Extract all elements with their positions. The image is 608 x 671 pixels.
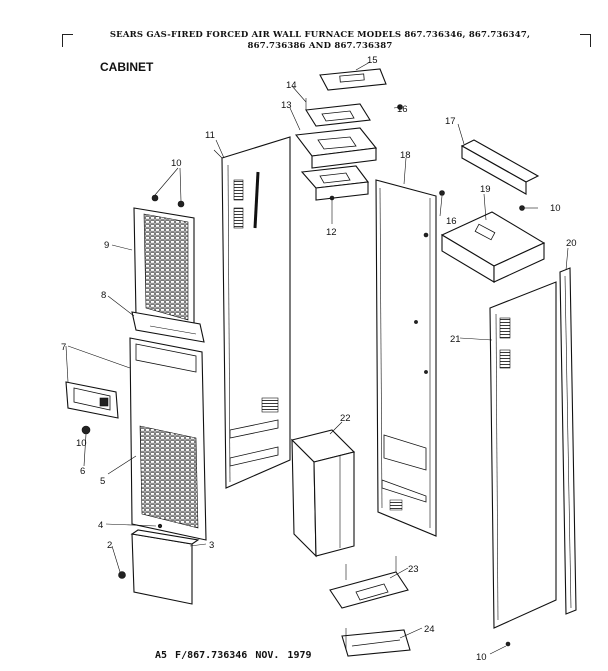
part-23-bottom-bracket (329, 556, 409, 609)
section-title: CABINET (100, 60, 154, 74)
callout-10-base: 10 (476, 652, 487, 663)
callout-9: 9 (104, 240, 109, 251)
callout-15: 15 (367, 55, 378, 66)
part-11-left-side-panel (213, 136, 291, 489)
callout-16-side: 16 (446, 216, 457, 227)
callout-10-knob: 10 (76, 438, 87, 449)
callout-19: 19 (480, 184, 491, 195)
callout-7: 7 (61, 342, 66, 353)
part-14-vent-flange (305, 98, 371, 127)
callout-20: 20 (566, 238, 577, 249)
callout-6: 6 (80, 466, 85, 477)
callout-10-bracket: 10 (550, 203, 561, 214)
callout-18: 18 (400, 150, 411, 161)
part-13-vent-collar (294, 127, 378, 169)
callout-22: 22 (340, 413, 351, 424)
part-12-lower-collar (300, 165, 370, 201)
part-3-front-cover (130, 529, 200, 605)
header-line-2: 867.736386 AND 867.736387 (247, 41, 393, 51)
callout-14: 14 (286, 80, 297, 91)
header-bracket-right (580, 34, 591, 47)
callout-2: 2 (107, 540, 112, 551)
callout-labels: 2 3 4 5 6 7 8 9 10 10 10 10 11 12 13 14 … (61, 55, 577, 663)
callout-13: 13 (281, 100, 292, 111)
part-18-back-panel (375, 179, 437, 537)
callout-4: 4 (98, 520, 103, 531)
part-7-filter-bracket (65, 381, 119, 419)
part-20-corner-trim (559, 267, 577, 615)
part-24-base-strip (341, 628, 411, 657)
callout-11: 11 (205, 130, 215, 141)
callout-21: 21 (450, 334, 461, 345)
part-21-right-side-panel (489, 281, 557, 629)
header-bracket-left (62, 34, 73, 47)
part-19-top-bracket (440, 211, 546, 283)
callout-10-grille: 10 (171, 158, 182, 169)
callout-8: 8 (101, 290, 106, 301)
callout-5: 5 (100, 476, 105, 487)
header-line-1: SEARS GAS-FIRED FORCED AIR WALL FURNACE … (109, 30, 531, 40)
part-15-top-cap (319, 68, 387, 91)
part-8-grille-bracket (131, 311, 205, 343)
part-22-inner-box (290, 429, 356, 558)
callout-23: 23 (408, 564, 419, 575)
callout-17: 17 (445, 116, 456, 127)
part-5-lower-front-panel (129, 337, 207, 541)
callout-3: 3 (209, 540, 214, 551)
part-17-top-rail (460, 139, 540, 195)
leader-lines (65, 61, 569, 655)
footer-reference: A5 F/867.736346 NOV. 1979 (155, 650, 312, 661)
callout-12: 12 (326, 227, 337, 238)
callout-16-top: 16 (397, 104, 408, 115)
part-9-upper-grille (133, 207, 195, 333)
callout-24: 24 (424, 624, 435, 635)
